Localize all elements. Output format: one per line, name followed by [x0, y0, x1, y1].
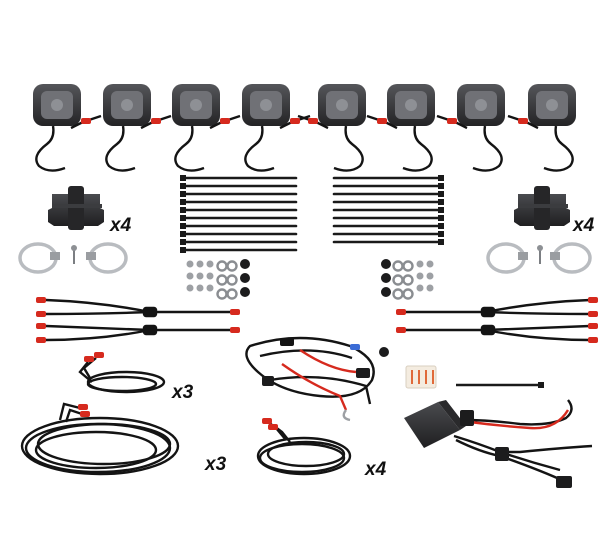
rock-light-pod: [297, 84, 366, 172]
quantity-label-medium-cable: x4: [365, 459, 387, 480]
mount-bracket-left: [48, 186, 104, 230]
adhesive-pads: [405, 365, 437, 389]
y-splitter-cable-left: [36, 297, 240, 343]
wiring-harness: [245, 336, 389, 422]
zip-ties-right: [332, 175, 444, 245]
quantity-label-brackets-left: x4: [110, 215, 132, 236]
mount-bracket-right: [514, 186, 570, 230]
rock-light-pod: [33, 84, 102, 172]
y-splitter-cable-right: [396, 297, 598, 343]
hose-clamps-right: [486, 242, 592, 274]
rock-light-pod: [103, 84, 172, 172]
controller-module: [404, 399, 593, 488]
extension-cable-long: [20, 402, 180, 476]
rock-light-pod: [436, 84, 505, 172]
rock-light-pod: [172, 84, 241, 172]
extension-cable-short: [78, 352, 166, 394]
screw-hardware-left: [186, 259, 250, 300]
loose-zip-tie: [456, 382, 544, 388]
screw-hardware-right: [381, 259, 434, 300]
extension-cable-medium: [256, 418, 352, 476]
quantity-label-short-cable: x3: [172, 382, 194, 403]
quantity-label-brackets-right: x4: [573, 215, 595, 236]
rock-light-pod: [507, 84, 576, 172]
rock-light-pod: [242, 84, 311, 172]
zip-ties-left: [180, 175, 298, 253]
hose-clamps-left: [18, 242, 128, 274]
quantity-label-long-cable: x3: [205, 454, 227, 475]
rock-light-pods: [33, 84, 576, 172]
rock-light-pod: [366, 84, 435, 172]
